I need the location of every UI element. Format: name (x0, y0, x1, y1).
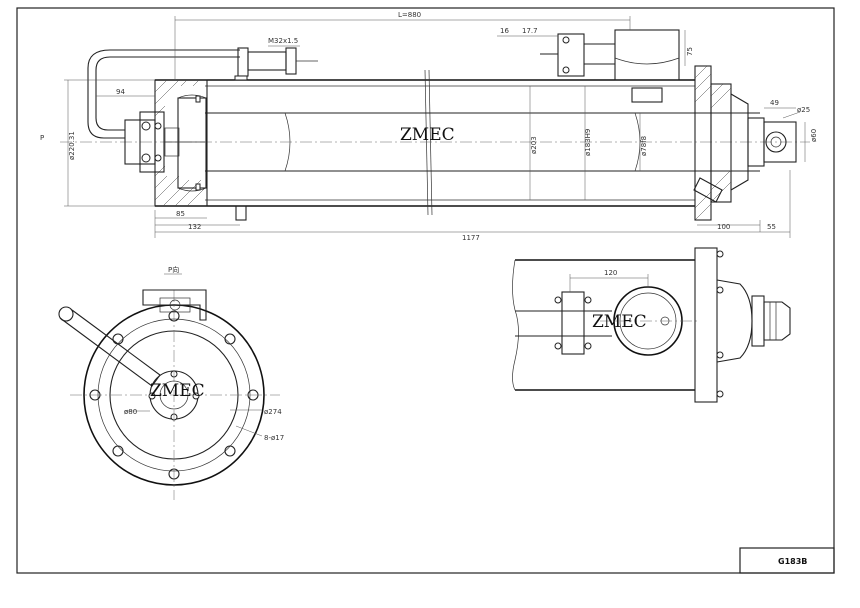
detail-view: 120 ZMEC (512, 247, 791, 403)
dim-85: 85 (176, 210, 185, 218)
stroke-dimension: L=880 (398, 11, 421, 19)
rear-cap-hatching (154, 79, 208, 207)
port-label: P (40, 134, 44, 142)
cylinder-side-view: L=880 M32x1.5 16 17.7 75 49 ø25 ø60 94 ø… (40, 11, 818, 242)
dim-25: ø25 (797, 106, 810, 114)
dimension-lines (64, 16, 806, 238)
front-gland-hatching (694, 65, 732, 221)
thread-dimension: M32x1.5 (268, 37, 298, 45)
dim-183: ø183H9 (584, 129, 592, 156)
brand-watermark-end: ZMEC (150, 381, 205, 401)
dim-1177: 1177 (462, 234, 480, 242)
dim-49: 49 (770, 99, 779, 107)
dim-80: ø80 (124, 408, 137, 416)
dim-75: 75 (686, 47, 694, 56)
end-view: P向 ø80 ø274 8-ø17 Z (58, 265, 284, 500)
dim-60: ø60 (810, 129, 818, 142)
dim-16: 16 (500, 27, 509, 35)
dim-203: ø203 (530, 136, 538, 154)
dim-78: ø78f8 (640, 136, 648, 156)
dim-17-7: 17.7 (522, 27, 538, 35)
dim-120: 120 (604, 269, 617, 277)
dim-94: 94 (116, 88, 125, 96)
view-label: P向 (168, 265, 179, 274)
brand-watermark-detail: ZMEC (592, 312, 647, 332)
dim-100: 100 (717, 223, 730, 231)
dim-274: ø274 (264, 408, 282, 416)
brand-watermark-main: ZMEC (400, 125, 455, 145)
dim-holes: 8-ø17 (264, 434, 284, 442)
drawing-code: G183B (778, 557, 807, 566)
dim-55: 55 (767, 223, 776, 231)
dim-220: ø220.31 (68, 131, 76, 160)
dim-132: 132 (188, 223, 201, 231)
drawing-frame (16, 7, 835, 574)
